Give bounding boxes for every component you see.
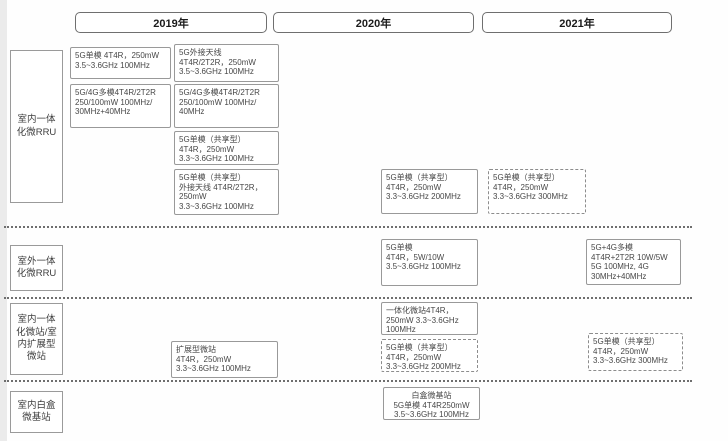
spec-box: 白盒微基站 5G单模 4T4R250mW 3.5~3.6GHz 100MHz bbox=[383, 387, 480, 420]
year-header-2021: 2021年 bbox=[482, 12, 672, 33]
spec-box: 5G+4G多模 4T4R+2T2R 10W/5W 5G 100MHz, 4G 3… bbox=[586, 239, 681, 285]
year-header-2019: 2019年 bbox=[75, 12, 267, 33]
spec-box: 5G单模（共享型） 外接天线 4T4R/2T2R， 250mW 3.3~3.6G… bbox=[174, 169, 279, 215]
spec-box-planned: 5G单模（共享型） 4T4R，250mW 3.3~3.6GHz 300MHz bbox=[588, 333, 683, 371]
category-label-indoor-whitebox-bs: 室内白盒微基站 bbox=[10, 391, 63, 433]
spec-box-planned: 5G单模（共享型） 4T4R，250mW 3.3~3.6GHz 300MHz bbox=[488, 169, 586, 214]
spec-box: 5G单模 4T4R，250mW 3.5~3.6GHz 100MHz bbox=[70, 47, 171, 79]
left-edge-shade bbox=[0, 0, 7, 441]
category-label-indoor-micro-rru: 室内一体化微RRU bbox=[10, 50, 63, 203]
spec-box: 5G/4G多模4T4R/2T2R 250/100mW 100MHz/ 30MHz… bbox=[70, 84, 171, 128]
spec-box: 5G/4G多模4T4R/2T2R 250/100mW 100MHz/ 40MHz bbox=[174, 84, 279, 128]
category-label-indoor-micro-site: 室内一体化微站/室内扩展型微站 bbox=[10, 303, 63, 375]
spec-box: 一体化微站4T4R， 250mW 3.3~3.6GHz 100MHz bbox=[381, 302, 478, 335]
spec-box: 5G外接天线 4T4R/2T2R，250mW 3.5~3.6GHz 100MHz bbox=[174, 44, 279, 82]
spec-box: 5G单模（共享型） 4T4R，250mW 3.3~3.6GHz 200MHz bbox=[381, 169, 478, 214]
spec-box: 扩展型微站 4T4R，250mW 3.3~3.6GHz 100MHz bbox=[171, 341, 278, 378]
spec-box: 5G单模（共享型） 4T4R，250mW 3.3~3.6GHz 100MHz bbox=[174, 131, 279, 165]
dotted-divider bbox=[4, 226, 692, 228]
dotted-divider bbox=[4, 380, 692, 382]
spec-box-planned: 5G单模（共享型） 4T4R，250mW 3.3~3.6GHz 200MHz bbox=[381, 339, 478, 372]
spec-box: 5G单模 4T4R，5W/10W 3.5~3.6GHz 100MHz bbox=[381, 239, 478, 286]
category-label-outdoor-micro-rru: 室外一体化微RRU bbox=[10, 245, 63, 291]
dotted-divider bbox=[4, 297, 692, 299]
year-header-2020: 2020年 bbox=[273, 12, 474, 33]
